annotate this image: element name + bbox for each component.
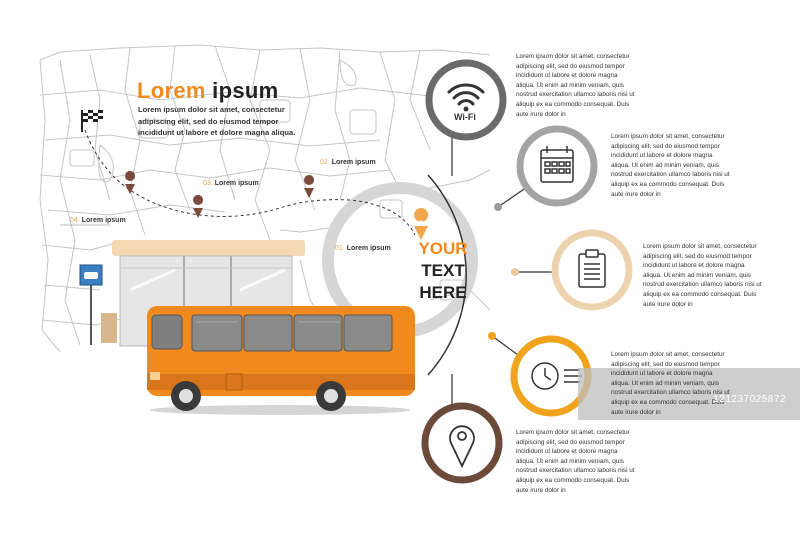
destination-pin xyxy=(414,208,429,240)
route-label-text: Lorem ipsum xyxy=(214,180,259,187)
feature-circle-clock xyxy=(510,335,592,417)
route-label-text: Lorem ipsum xyxy=(81,217,126,224)
location-pin-icon xyxy=(449,425,475,469)
route-label-number: 03. xyxy=(203,180,213,187)
center-line-1: YOUR xyxy=(418,239,468,258)
route-label-02: 02.Lorem ipsum xyxy=(320,159,376,166)
route-pins xyxy=(125,171,315,218)
title-word-2: ipsum xyxy=(212,78,279,103)
route-label-number: 04. xyxy=(70,217,80,224)
connector-arc xyxy=(427,174,467,376)
clock-icon xyxy=(531,362,582,390)
route-label-04: 04.Lorem ipsum xyxy=(70,217,126,224)
bus xyxy=(147,306,415,415)
clipboard-icon xyxy=(578,249,606,288)
route-label-number: 01. xyxy=(335,245,345,252)
page-title: Lorem ipsum xyxy=(137,78,278,104)
feature-text-calendar: Lorem ipsum dolor sit amet, consectetur … xyxy=(611,133,730,198)
center-callout: YOUR TEXT HERE xyxy=(398,238,488,304)
finish-flag-icon xyxy=(81,110,103,132)
feature-circle-clipboard xyxy=(551,229,633,311)
route-label-text: Lorem ipsum xyxy=(346,245,391,252)
feature-circle-wifi xyxy=(425,59,507,141)
center-line-3: HERE xyxy=(419,283,467,302)
center-line-2: TEXT xyxy=(421,261,465,280)
route-label-text: Lorem ipsum xyxy=(331,159,376,166)
route-label-03: 03.Lorem ipsum xyxy=(203,180,259,187)
wifi-label: Wi-Fi xyxy=(454,112,476,122)
route-label-01: 01.Lorem ipsum xyxy=(335,245,391,252)
intro-text: Lorem ipsum dolor sit amet, consectetur … xyxy=(138,105,296,137)
feature-text-clipboard: Lorem ipsum dolor sit amet, consectetur … xyxy=(643,243,762,308)
feature-circle-location xyxy=(421,402,503,484)
watermark-band xyxy=(578,368,800,420)
feature-text-wifi: Lorem ipsum dolor sit amet, consectetur … xyxy=(516,53,635,118)
route-label-number: 02. xyxy=(320,159,330,166)
feature-text-clock: Lorem ipsum dolor sit amet, consectetur … xyxy=(611,351,730,416)
feature-circle-calendar xyxy=(516,125,598,207)
title-word-1: Lorem xyxy=(137,78,206,103)
watermark-text: 121237025872 xyxy=(713,394,786,405)
city-map xyxy=(39,44,491,361)
wifi-icon xyxy=(447,83,485,106)
calendar-icon xyxy=(540,146,574,183)
bus-stop-sign-icon xyxy=(79,264,117,345)
feature-text-location: Lorem ipsum dolor sit amet, consectetur … xyxy=(516,429,635,494)
